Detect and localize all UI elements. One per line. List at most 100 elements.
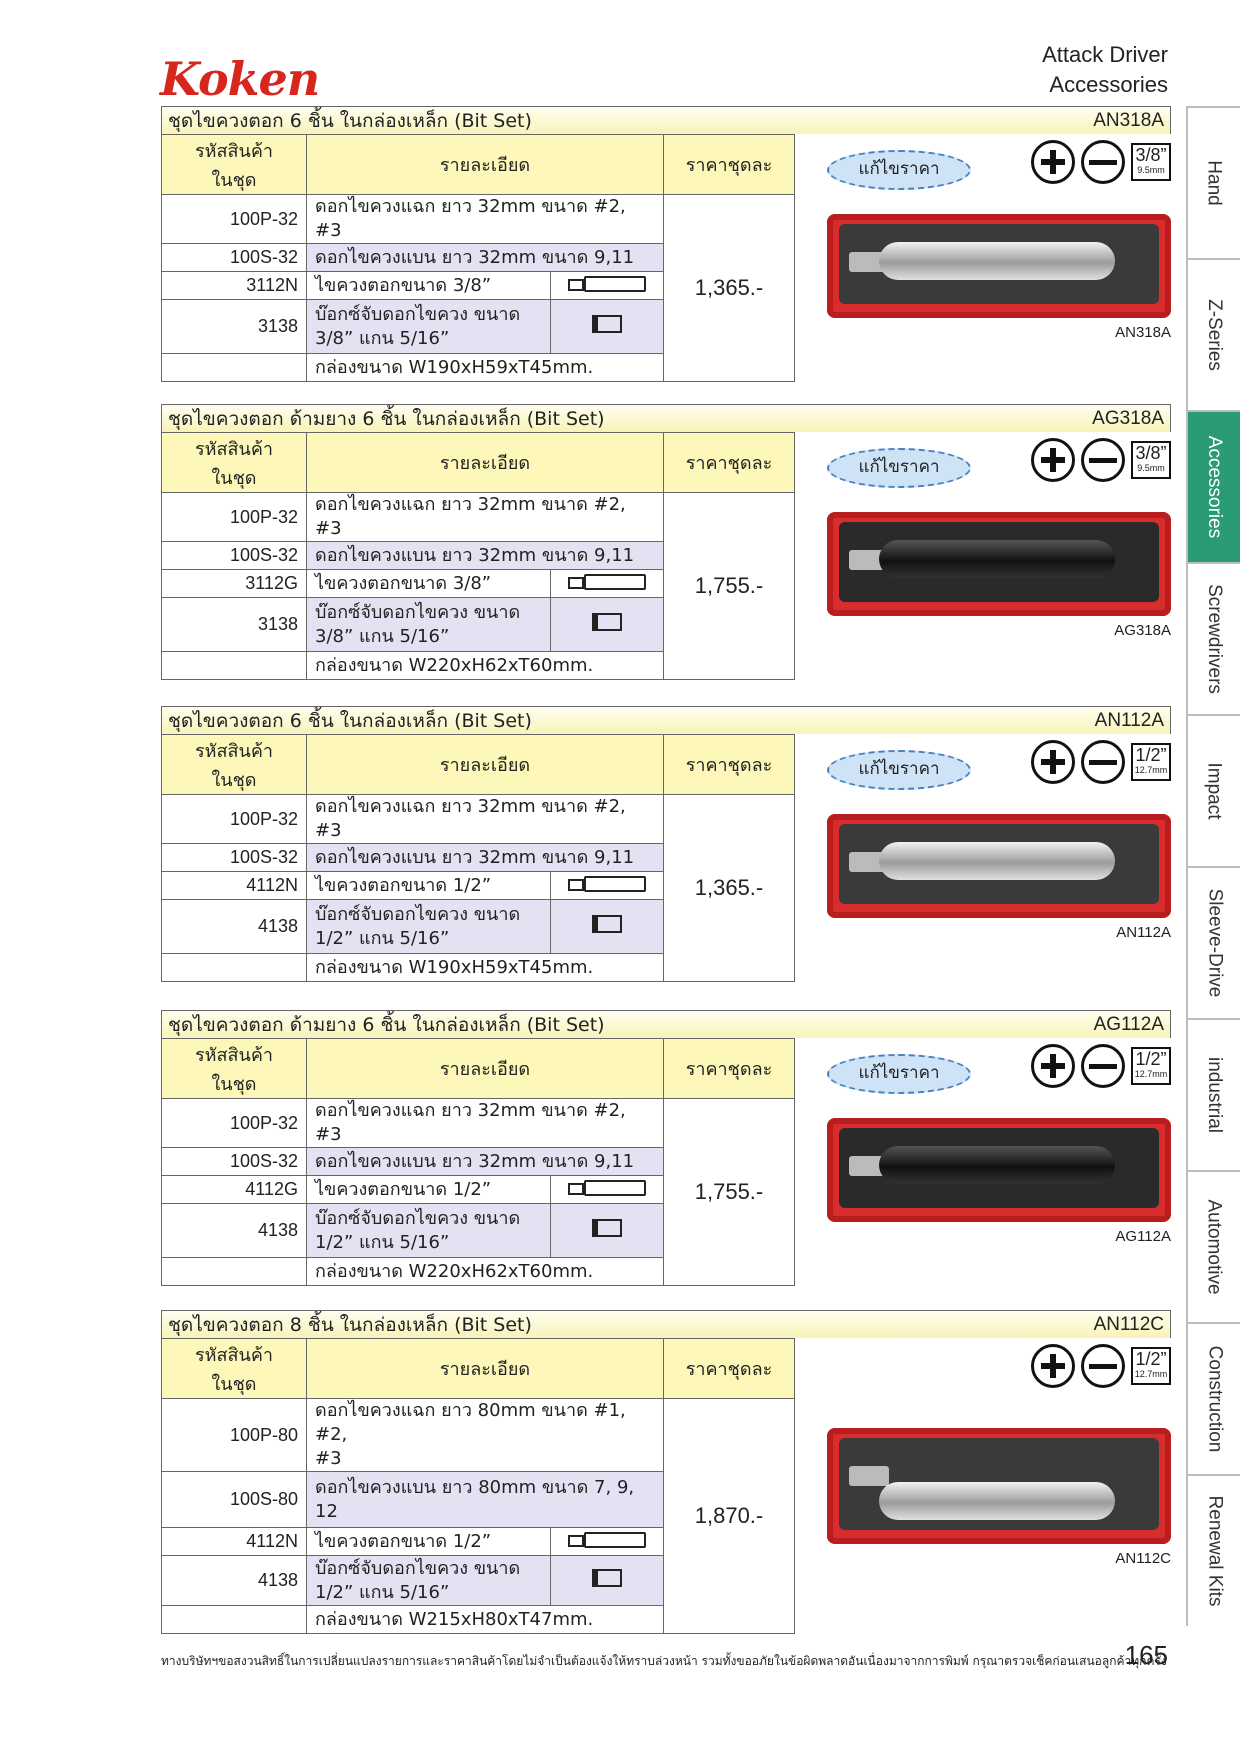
item-code: 4112N [161,1527,307,1556]
slotted-icon [1081,438,1125,482]
photo-caption: AG112A [1115,1228,1171,1245]
drive-size: 3/8” [1135,443,1167,463]
set-price: 1,870.- [663,1398,795,1634]
item-detail: ดอกไขควงแฉก ยาว 32mm ขนาด #2, #3 [306,492,664,542]
side-tab-label: Construction [1204,1345,1226,1453]
side-tab[interactable]: Z-Series [1186,258,1240,410]
drive-size: 1/2” [1135,745,1167,765]
side-tab-label: Impact [1204,762,1225,820]
phillips-icon [1031,140,1075,184]
table-row: กล่องขนาด W190xH59xT45mm. [161,953,795,982]
page-number: 165 [1124,1640,1168,1670]
col-header-detail: รายละเอียด [306,734,664,795]
item-detail: ไขควงตอกขนาด 1/2” [306,871,551,900]
side-tab-label: Z-Series [1204,299,1226,371]
section-title-bar: ชุดไขควงตอก 6 ชิ้น ในกล่องเหล็ก (Bit Set… [161,706,1171,734]
section-title-bar: ชุดไขควงตอก ด้ามยาง 6 ชิ้น ในกล่องเหล็ก … [161,1010,1171,1038]
tip-symbols: 1/2” 12.7mm [1031,1344,1171,1388]
phillips-icon [1031,438,1075,482]
item-code: 4112G [161,1175,307,1204]
product-section: ชุดไขควงตอก 6 ชิ้น ในกล่องเหล็ก (Bit Set… [161,706,1171,982]
side-tab[interactable]: industrial [1186,1018,1240,1170]
side-tab[interactable]: Screwdrivers [1186,562,1240,714]
photo-caption: AN318A [1115,324,1171,341]
item-detail: ไขควงตอกขนาด 3/8” [306,569,551,598]
col-header-detail: รายละเอียด [306,134,664,195]
impact-driver-icon [550,1175,664,1204]
col-header-price: ราคาชุดละ [663,432,795,493]
set-price: 1,755.- [663,1098,795,1286]
col-header-price: ราคาชุดละ [663,1338,795,1399]
section-code: AN112C [1093,1313,1164,1335]
set-price: 1,365.- [663,194,795,382]
section-code: AN318A [1093,109,1164,131]
item-code: 100P-32 [161,794,307,844]
item-code: 4112N [161,871,307,900]
col-header-price: ราคาชุดละ [663,1038,795,1099]
slotted-icon [1081,1344,1125,1388]
price-revised-badge: แก้ไขราคา [827,1054,971,1094]
bit-holder-icon [550,1555,664,1606]
col-header-detail: รายละเอียด [306,1338,664,1399]
bit-holder-icon [550,299,664,354]
item-code: 3112G [161,569,307,598]
side-tab[interactable]: Impact [1186,714,1240,866]
product-photo [827,814,1171,918]
item-code [161,651,307,680]
table-row: กล่องขนาด W220xH62xT60mm. [161,1257,795,1286]
section-title-bar: ชุดไขควงตอก 6 ชิ้น ในกล่องเหล็ก (Bit Set… [161,106,1171,134]
photo-caption: AN112A [1116,924,1171,941]
drive-size-box: 1/2” 12.7mm [1131,1047,1171,1085]
item-detail: กล่องขนาด W190xH59xT45mm. [306,353,664,382]
photo-caption: AN112C [1115,1550,1171,1567]
col-header-code: รหัสสินค้า ในชุด [161,1038,307,1099]
drive-size: 3/8” [1135,145,1167,165]
col-header-price: ราคาชุดละ [663,134,795,195]
item-detail: ไขควงตอกขนาด 1/2” [306,1527,551,1556]
tip-symbols: 1/2” 12.7mm [1031,740,1171,784]
product-photo [827,512,1171,616]
item-detail: ดอกไขควงแบน ยาว 32mm ขนาด 9,11 [306,1147,664,1176]
bit-holder-icon [550,597,664,652]
spec-table: รหัสสินค้า ในชุด รายละเอียด ราคาชุดละ 10… [161,734,795,982]
item-detail: ดอกไขควงแบน ยาว 80mm ขนาด 7, 9, 12 [306,1471,664,1528]
impact-driver-icon [550,271,664,300]
impact-driver-icon [550,871,664,900]
item-code: 3112N [161,271,307,300]
section-title-bar: ชุดไขควงตอก 8 ชิ้น ในกล่องเหล็ก (Bit Set… [161,1310,1171,1338]
item-code: 100P-32 [161,194,307,244]
bit-holder-icon [550,1203,664,1258]
item-code: 3138 [161,299,307,354]
side-tab[interactable]: Sleeve-Drive [1186,866,1240,1018]
table-row: กล่องขนาด W220xH62xT60mm. [161,651,795,680]
tip-symbols: 3/8” 9.5mm [1031,438,1171,482]
drive-size-mm: 12.7mm [1134,1069,1168,1079]
slotted-icon [1081,1044,1125,1088]
side-tab[interactable]: Construction [1186,1322,1240,1474]
item-code [161,953,307,982]
product-section: ชุดไขควงตอก 8 ชิ้น ในกล่องเหล็ก (Bit Set… [161,1310,1171,1634]
col-header-detail: รายละเอียด [306,432,664,493]
drive-size-mm: 9.5mm [1137,165,1165,175]
item-code: 100P-32 [161,1098,307,1148]
set-price: 1,755.- [663,492,795,680]
item-detail: ดอกไขควงแบน ยาว 32mm ขนาด 9,11 [306,541,664,570]
drive-size-box: 1/2” 12.7mm [1131,1347,1171,1385]
side-tab[interactable]: Renewal Kits [1186,1474,1240,1626]
side-tab[interactable]: Hand [1186,106,1240,258]
header-line1: Attack Driver [1042,42,1168,67]
item-detail: บ๊อกซ์จับดอกไขควง ขนาด 3/8” แกน 5/16” [306,299,551,354]
item-detail: กล่องขนาด W220xH62xT60mm. [306,1257,664,1286]
section-title: ชุดไขควงตอก ด้ามยาง 6 ชิ้น ในกล่องเหล็ก … [168,407,605,430]
product-section: ชุดไขควงตอก ด้ามยาง 6 ชิ้น ในกล่องเหล็ก … [161,404,1171,680]
side-tab[interactable]: Accessories [1186,410,1240,562]
item-code: 100S-32 [161,1147,307,1176]
side-tab[interactable]: Automotive [1186,1170,1240,1322]
drive-size-mm: 12.7mm [1134,1369,1168,1379]
item-code: 100S-32 [161,243,307,272]
